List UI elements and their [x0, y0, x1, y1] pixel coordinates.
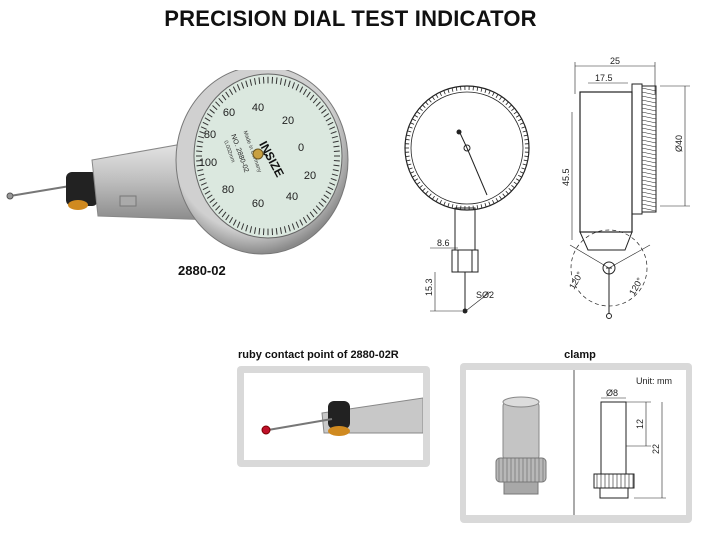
dial-number: 60 — [252, 198, 264, 210]
side-view-drawing: 25 17.5 Ø40 45.5 120° 120° — [561, 56, 690, 319]
dial-number: 80 — [204, 129, 216, 141]
indicator-photo: 0 20 40 60 80 100 80 60 40 20 INSIZE NO.… — [6, 70, 349, 255]
clamp-photo-shaft — [502, 401, 540, 461]
angle-right: 120° — [627, 276, 645, 297]
dial-number: 0 — [298, 142, 304, 154]
ruby-ball — [261, 425, 271, 435]
front-needle — [466, 147, 488, 196]
clamp-drawing-knurl — [593, 473, 635, 489]
dial-number: 40 — [252, 102, 264, 114]
pivot-ring — [68, 200, 88, 210]
pivot-block — [66, 172, 98, 206]
dial-number: 40 — [286, 191, 298, 203]
clamp-caption: clamp — [564, 349, 596, 361]
dim-dia: Ø40 — [674, 135, 684, 152]
page-title: PRECISION DIAL TEST INDICATOR — [164, 6, 537, 31]
front-view-drawing: 8.6 15.3 SØ2 — [404, 85, 530, 314]
clamp-panel: Unit: mm Ø8 12 22 — [460, 363, 692, 523]
clamp-drawing-shaft — [600, 401, 627, 475]
unit-label: Unit: mm — [636, 376, 672, 386]
dim-height-side: 45.5 — [561, 168, 571, 186]
dial-number: 20 — [304, 170, 316, 182]
dial-number: 80 — [222, 184, 234, 196]
contact-ball — [6, 192, 14, 200]
dial-number: 100 — [199, 157, 217, 169]
clamp-dim-12: 12 — [635, 419, 645, 429]
dial-number: 20 — [282, 115, 294, 127]
model-number: 2880-02 — [178, 263, 226, 278]
needle-hub — [252, 148, 264, 160]
dim-height: 15.3 — [424, 278, 434, 296]
clamp-figures: Unit: mm Ø8 12 22 — [495, 370, 672, 515]
dial-inner — [410, 91, 524, 205]
dim-total: 25 — [610, 56, 620, 66]
clamp-dim-dia: Ø8 — [606, 388, 618, 398]
clamp-photo-knurl — [495, 457, 547, 483]
ruby-panel — [237, 366, 430, 467]
dim-width: 8.6 — [437, 238, 450, 248]
angle-left: 120° — [567, 270, 585, 291]
ruby-photo — [261, 397, 424, 436]
stylus — [9, 185, 71, 197]
dim-ball: SØ2 — [476, 290, 494, 300]
ruby-caption: ruby contact point of 2880-02R — [238, 349, 399, 361]
dim-offset: 17.5 — [595, 73, 613, 83]
dial-number: 60 — [223, 107, 235, 119]
clamp-dim-22: 22 — [651, 444, 661, 454]
side-body — [579, 91, 633, 233]
